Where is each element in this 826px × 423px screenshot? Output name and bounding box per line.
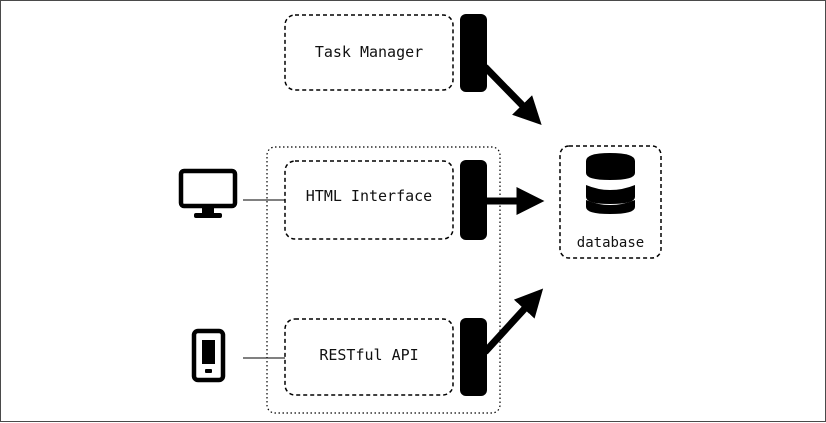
database-icon [586,153,635,214]
web-app-group-boundary [266,146,501,414]
smartphone-icon [191,328,226,383]
task-manager-box [284,14,454,91]
monitor-icon [178,168,238,218]
task-manager-label: Task Manager [314,43,424,61]
html-interface-label: HTML Interface [305,187,433,205]
restful-api-label: RESTful API [319,346,419,364]
arrow-restful-api-to-database [482,288,544,355]
restful-api-connector [460,318,487,396]
arrow-task-manager-to-database [482,64,542,126]
database-box [559,145,662,259]
restful-api-box [284,318,454,396]
database-label: database [576,235,645,251]
html-interface-connector [460,160,487,240]
task-manager-connector [460,14,487,92]
